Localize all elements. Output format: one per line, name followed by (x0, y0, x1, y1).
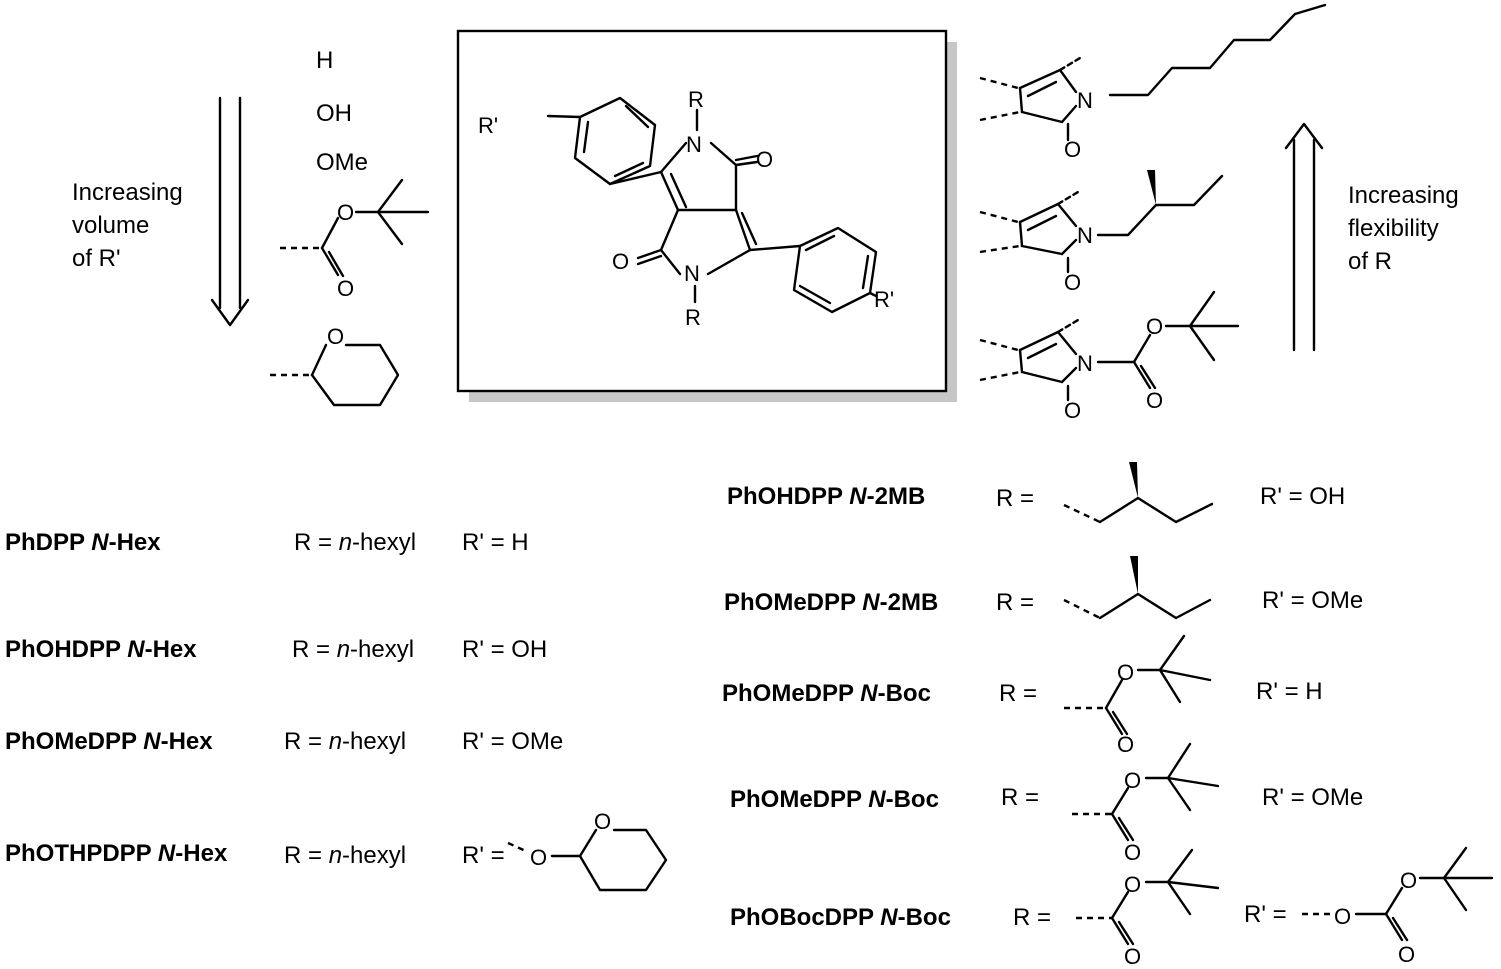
compound-phomedpp-n-2mb: PhOMeDPP N-2MB R = R' = OMe (724, 556, 1363, 620)
svg-text:O: O (1124, 840, 1141, 865)
svg-text:R = n-hexyl: R = n-hexyl (284, 842, 406, 869)
svg-text:PhOTHPDPP N-Hex: PhOTHPDPP N-Hex (5, 840, 228, 867)
svg-text:R =: R = (1001, 784, 1039, 811)
compound-phohdpp-n-2mb: PhOHDPP N-2MB R = R' = OH (727, 462, 1345, 524)
svg-text:PhOMeDPP N-Hex: PhOMeDPP N-Hex (5, 728, 213, 755)
rprime-option-h: H (316, 47, 333, 74)
flexibility-label-3: of R (1348, 248, 1392, 275)
atom-n: N (1077, 223, 1093, 248)
svg-text:O: O (530, 845, 547, 870)
compound-phohdpp-n-hex: PhOHDPP N-Hex R = n-hexyl R' = OH (5, 636, 547, 663)
svg-text:PhOBocDPP N-Boc: PhOBocDPP N-Boc (730, 904, 951, 931)
atom-r: R (688, 87, 704, 112)
flexibility-label-1: Increasing (1348, 182, 1459, 209)
atom-o: O (327, 324, 344, 349)
svg-text:PhOMeDPP N-Boc: PhOMeDPP N-Boc (730, 786, 939, 813)
volume-arrow (210, 96, 250, 327)
svg-text:R' =: R' = (462, 842, 505, 869)
dpp-core-structure: O N R O N R R' R' (478, 87, 894, 330)
svg-text:R' = OMe: R' = OMe (1262, 784, 1363, 811)
compound-phomedpp-n-hex: PhOMeDPP N-Hex R = n-hexyl R' = OMe (5, 728, 563, 755)
atom-o: O (337, 276, 354, 301)
svg-text:R = n-hexyl: R = n-hexyl (284, 728, 406, 755)
svg-text:O: O (594, 809, 611, 834)
svg-text:O: O (1117, 660, 1134, 685)
svg-text:O: O (1124, 872, 1141, 897)
svg-text:O: O (1334, 904, 1351, 929)
r-option-boc: N O O O (979, 290, 1240, 423)
svg-text:R =: R = (1013, 904, 1051, 931)
atom-o: O (1146, 314, 1163, 339)
compound-phomedpp-n-boc-ome: PhOMeDPP N-Boc R = O O R' = OMe (730, 742, 1363, 865)
atom-r-prime: R' (478, 113, 498, 138)
atom-o: O (756, 147, 773, 172)
svg-text:PhOHDPP N-Hex: PhOHDPP N-Hex (5, 636, 197, 663)
r-option-2-methylbutyl: N O (979, 170, 1224, 295)
atom-n: N (1077, 351, 1093, 376)
compound-phdpp-n-hex: PhDPP N-Hex R = n-hexyl R' = H (5, 529, 529, 556)
svg-text:O: O (1398, 942, 1415, 967)
svg-text:PhOMeDPP N-2MB: PhOMeDPP N-2MB (724, 589, 938, 616)
rprime-option-boc-ester: O O (280, 178, 430, 301)
atom-o: O (1064, 270, 1081, 295)
atom-o: O (1064, 137, 1081, 162)
rprime-option-ome: OMe (316, 149, 368, 176)
svg-text:R' = OH: R' = OH (1260, 483, 1345, 510)
rprime-option-oh: OH (316, 100, 352, 127)
svg-text:PhOHDPP N-2MB: PhOHDPP N-2MB (727, 483, 925, 510)
svg-text:R' = OMe: R' = OMe (462, 728, 563, 755)
flexibility-label-2: flexibility (1348, 215, 1439, 242)
flexibility-arrow (1284, 122, 1324, 352)
svg-text:R = n-hexyl: R = n-hexyl (292, 636, 414, 663)
atom-o: O (1146, 388, 1163, 413)
svg-text:O: O (1117, 732, 1134, 757)
svg-text:R' = OMe: R' = OMe (1262, 587, 1363, 614)
svg-text:R =: R = (996, 589, 1034, 616)
rprime-option-thp: O (270, 324, 400, 407)
svg-text:PhDPP N-Hex: PhDPP N-Hex (5, 529, 161, 556)
svg-text:R = n-hexyl: R = n-hexyl (294, 529, 416, 556)
svg-text:R =: R = (996, 485, 1034, 512)
atom-n: N (1077, 88, 1093, 113)
svg-text:O: O (1124, 944, 1141, 969)
volume-label-1: Increasing (72, 179, 183, 206)
svg-text:R' =: R' = (1244, 901, 1287, 928)
atom-o: O (337, 200, 354, 225)
atom-n: N (684, 261, 700, 286)
compound-phobocdpp-n-boc: PhOBocDPP N-Boc R = O O R' = O O O (730, 846, 1494, 969)
atom-o: O (612, 249, 629, 274)
volume-label-2: volume (72, 212, 149, 239)
atom-o: O (1064, 398, 1081, 423)
compound-phothpdpp-n-hex: PhOTHPDPP N-Hex R = n-hexyl R' = O O (5, 809, 668, 892)
svg-text:PhOMeDPP N-Boc: PhOMeDPP N-Boc (722, 680, 931, 707)
atom-n: N (686, 132, 702, 157)
volume-label-3: of R' (72, 245, 121, 272)
r-option-hexyl: N O (979, 3, 1327, 162)
svg-text:O: O (1400, 868, 1417, 893)
svg-text:R' = OH: R' = OH (462, 636, 547, 663)
atom-r-prime: R' (874, 287, 894, 312)
atom-r: R (685, 305, 701, 330)
svg-text:O: O (1124, 768, 1141, 793)
svg-text:R =: R = (999, 680, 1037, 707)
compound-phomedpp-n-boc-h: PhOMeDPP N-Boc R = O O R' = H (722, 634, 1323, 757)
svg-text:R' = H: R' = H (462, 529, 529, 556)
svg-text:R' = H: R' = H (1256, 678, 1323, 705)
